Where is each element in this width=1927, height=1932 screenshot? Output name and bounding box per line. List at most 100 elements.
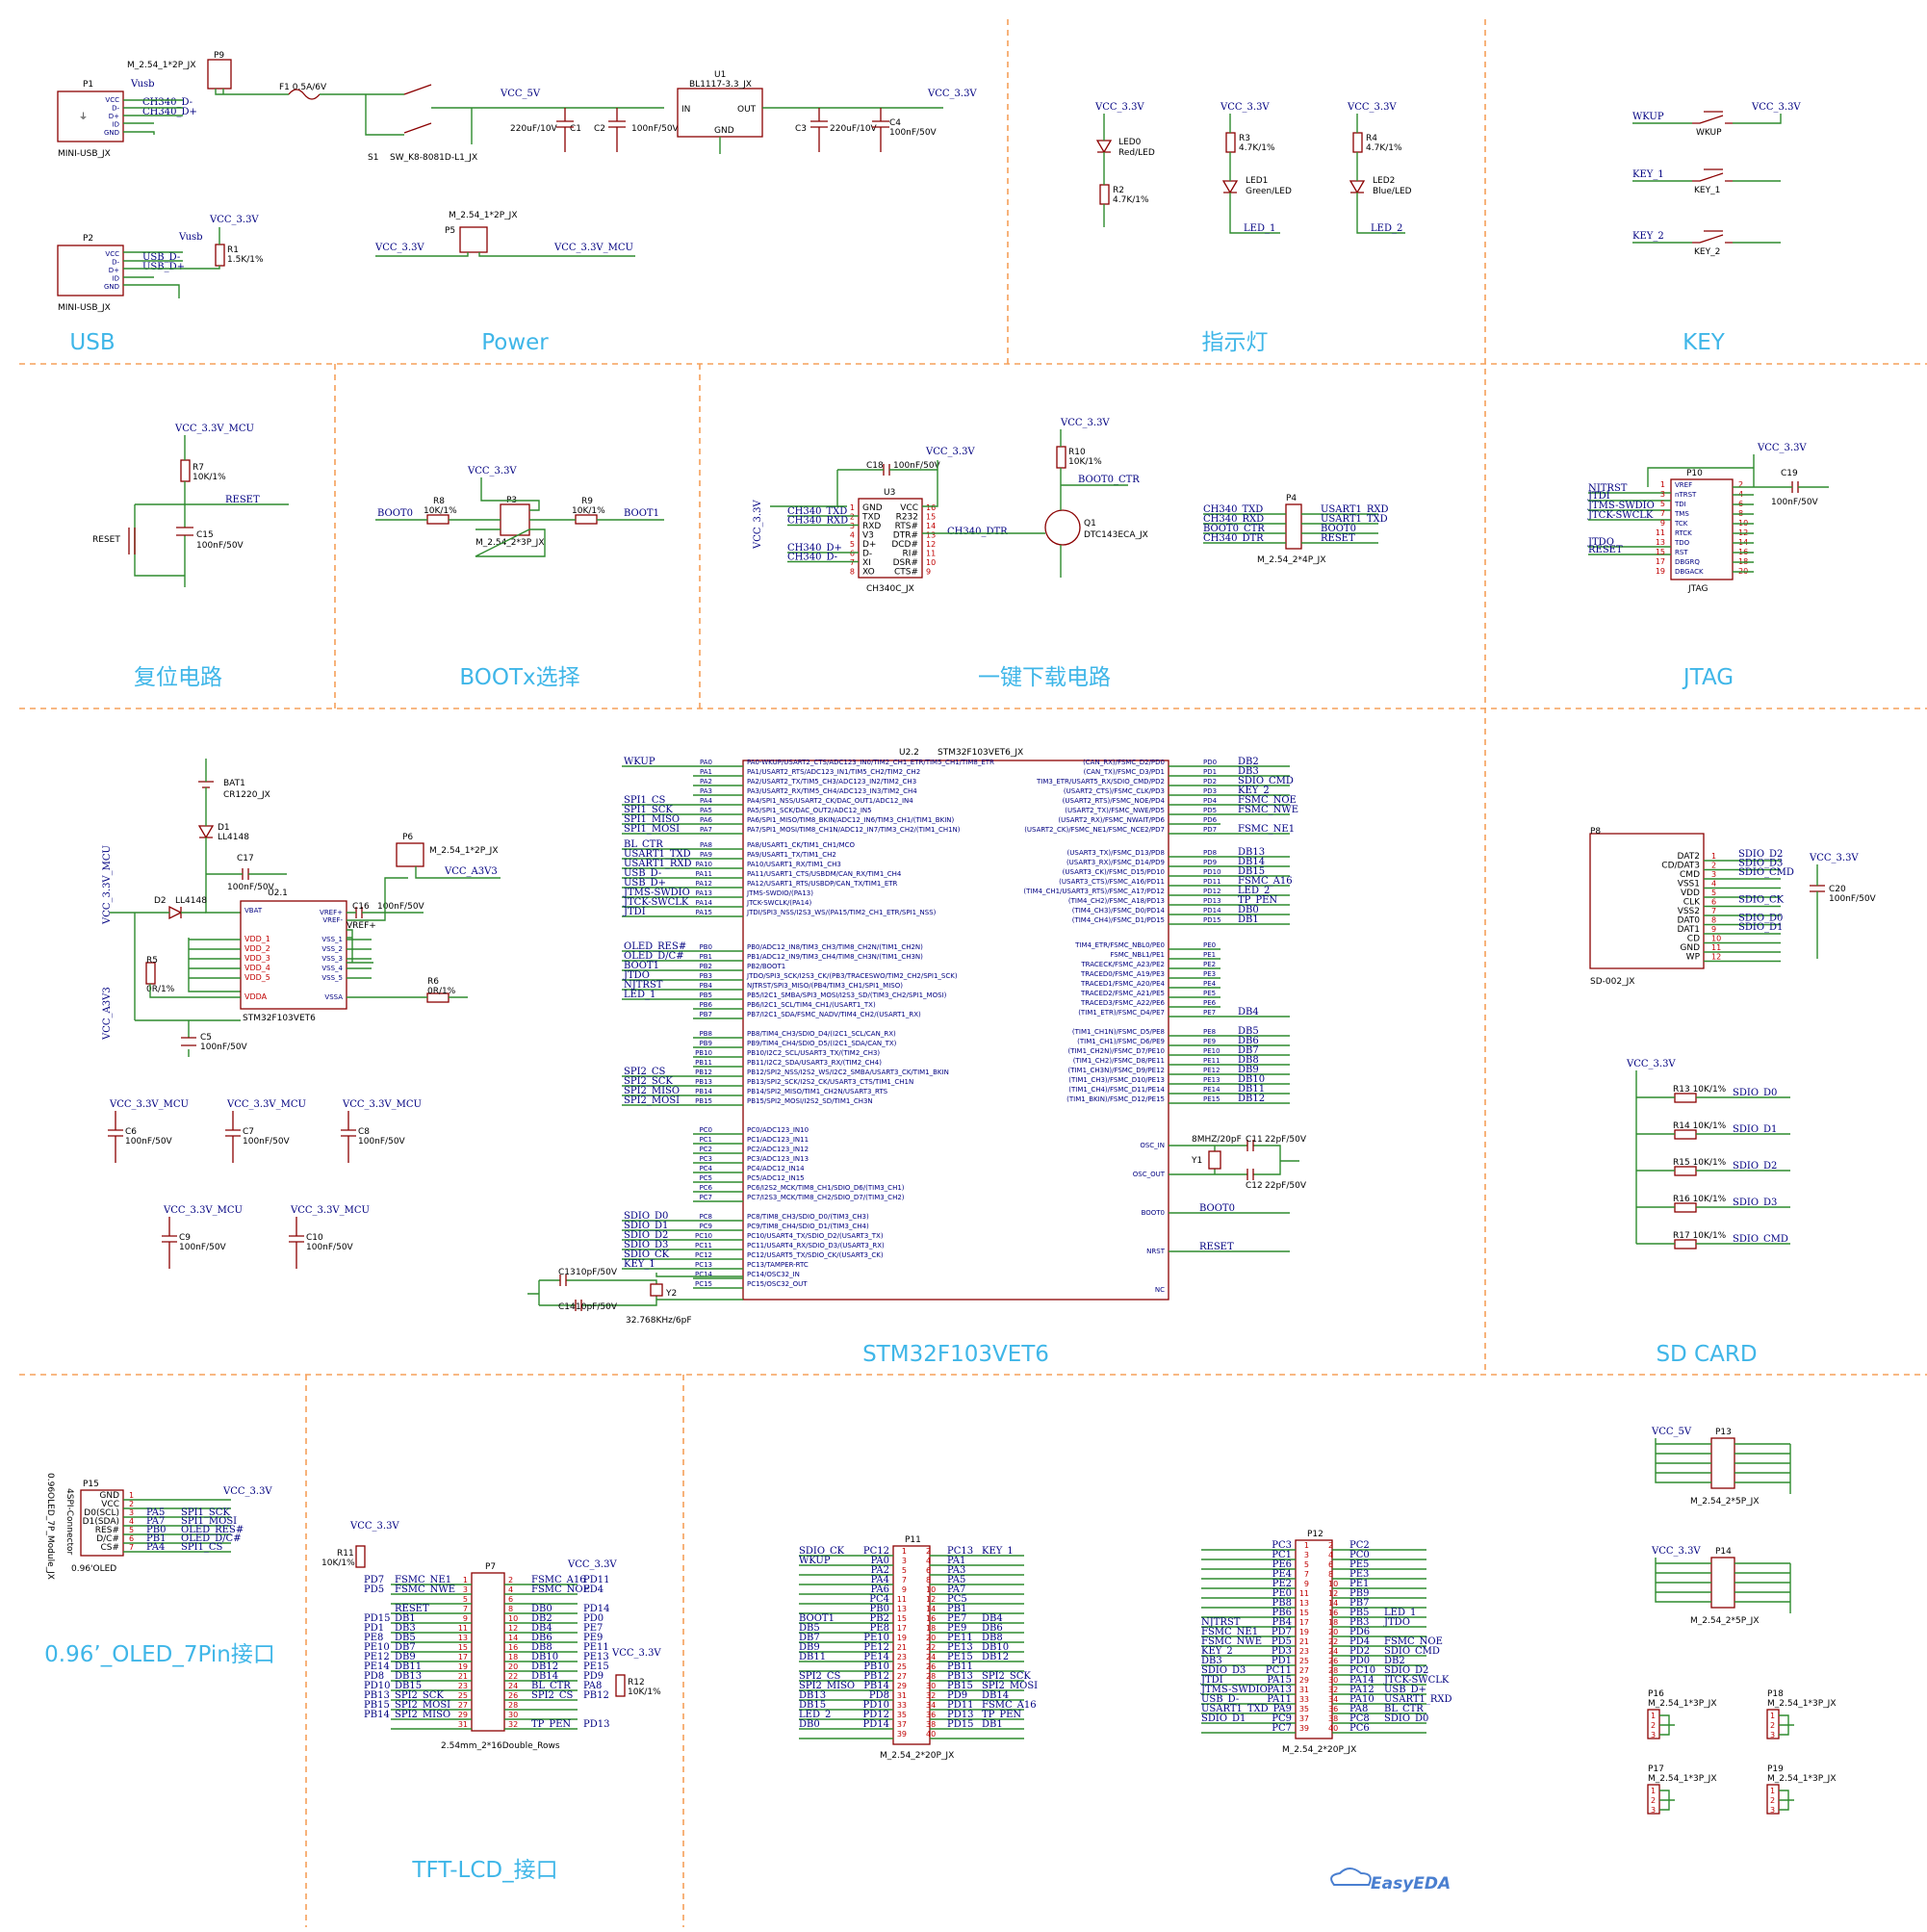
key1-net: KEY_1 [1632, 169, 1664, 180]
tft-left-net: DB15 [395, 1681, 422, 1691]
tft-left-net: DB5 [395, 1633, 416, 1643]
p11-right-net: FSMC_A16 [982, 1700, 1037, 1711]
tft-right-port: PD13 [583, 1719, 609, 1730]
p11-left-net: SPI2_MISO [799, 1681, 855, 1691]
p13-wires [1655, 1438, 1791, 1494]
tft-left-port: PD7 [364, 1575, 384, 1585]
mcu-left-net: OLED_D/C# [624, 951, 684, 962]
tft-right-net: DB12 [531, 1662, 558, 1672]
u3-left-pin-number: 3 [850, 522, 855, 530]
c5-capacitor [181, 1037, 196, 1046]
mcu-pin-function: (USART3_TX)/FSMC_D13/PD8 [1067, 849, 1165, 857]
oled-port: PA5 [146, 1507, 165, 1518]
sd-pin-net: SDIO_CK [1738, 895, 1785, 906]
usb-symbol-icon: ⏚ [79, 112, 88, 122]
q1-vcc: VCC_3.3V [1060, 418, 1110, 428]
mcu-port-label: PC13 [695, 1261, 712, 1269]
decap-ref: C6 [125, 1127, 137, 1137]
p11-left-port: PE10 [863, 1633, 889, 1643]
tft-left-port: PD5 [364, 1584, 384, 1595]
p11-right-net: DB10 [982, 1642, 1009, 1653]
jtag-net: RESET [1588, 545, 1623, 555]
mcu-port-label: PD5 [1203, 807, 1217, 814]
p12-pin-number: 3 [1304, 1551, 1309, 1559]
jtag-nets: NJTRSTJTDIJTMS-SWDIOJTCK-SWCLKJTDORESETV… [1587, 480, 1754, 576]
p15-oled-connector [80, 1489, 124, 1557]
r12-value: 10K/1% [628, 1687, 661, 1697]
mcu-pin-function: PC2/ADC123_IN12 [747, 1146, 809, 1153]
p12-left-port: PE2 [1272, 1579, 1292, 1589]
p12-left-port: PA13 [1267, 1685, 1292, 1695]
tft-pin-number: 5 [463, 1595, 468, 1604]
p11-left-port: PE8 [870, 1623, 889, 1634]
p11-right-port: PA5 [947, 1575, 965, 1585]
mcu-pin-function: PB14/SPI2_MISO/TIM1_CH2N/USART3_RTS [747, 1088, 888, 1095]
p11-right-port: PA3 [947, 1565, 965, 1576]
p12-left-net: JTMS-SWDIO [1200, 1685, 1268, 1695]
mcu-port-label: PD11 [1203, 878, 1221, 886]
c11-c12-capacitors [1246, 1140, 1254, 1180]
p13-header [1710, 1437, 1735, 1489]
sd-pin-number: 11 [1711, 943, 1721, 952]
oled-model: 0.96'OLED [71, 1564, 116, 1574]
p11-right-port: PD13 [947, 1710, 973, 1720]
f1-fuse [288, 89, 321, 100]
r3-ref: R3 [1239, 134, 1250, 143]
mcu-pin-function: PB0/ADC12_IN8/TIM3_CH3/TIM8_CH2N/(TIM1_C… [747, 943, 923, 951]
vcc-a3v3-net: VCC_A3V3 [444, 866, 498, 877]
p12-right-port: PA10 [1349, 1694, 1375, 1705]
mcu-right-net: DB6 [1238, 1036, 1259, 1046]
q1-ref: Q1 [1084, 519, 1096, 528]
y2-ref: Y2 [665, 1289, 677, 1299]
p12-pin-number: 32 [1328, 1686, 1338, 1694]
u3-left-pin-number: 1 [850, 503, 855, 512]
led2-diode [1349, 180, 1366, 194]
oled-pin-label: D1(SDA) [83, 1517, 119, 1527]
u3-right-pin: DSR# [893, 558, 918, 568]
oled-net: OLED_RES# [181, 1525, 244, 1535]
sd-pin-label: VSS2 [1678, 907, 1700, 916]
decap-vcc: VCC_3.3V_MCU [342, 1099, 422, 1110]
mcu-port-label: PD2 [1203, 778, 1217, 786]
y1-value: 8MHZ/20pF [1192, 1135, 1242, 1145]
p11-left-port: PB0 [870, 1604, 889, 1614]
tft-right-net: DB10 [531, 1652, 558, 1662]
p12-pin-number: 28 [1328, 1666, 1338, 1675]
p12-pin-number: 1 [1304, 1541, 1309, 1550]
tft-right-port: PE9 [583, 1633, 603, 1643]
vdd-bus-wires [110, 912, 241, 1021]
c20-value: 100nF/50V [1829, 894, 1877, 904]
section-dividers [19, 19, 1927, 1927]
u22-ref: U2.2 [899, 748, 919, 758]
mcu-pin-function: PB2/BOOT1 [747, 963, 785, 970]
oled-pin-number: 6 [129, 1534, 134, 1543]
mcu-port-label: PD6 [1203, 816, 1218, 824]
p12-pin-number: 25 [1299, 1657, 1309, 1665]
mcu-port-label: PD4 [1203, 797, 1218, 805]
c17-ref: C17 [237, 854, 254, 863]
p12-right-port: PC8 [1349, 1713, 1370, 1724]
c12-value: 22pF/50V [1265, 1181, 1307, 1191]
mcu-right-net: DB10 [1238, 1074, 1265, 1085]
u21-vcc-a3v3: VCC_A3V3 [102, 987, 113, 1041]
mcu-pin-function: PC0/ADC123_IN10 [747, 1126, 809, 1134]
sd-pin-label: CLK [1683, 898, 1701, 908]
r3-resistor [1225, 132, 1236, 153]
tft-pin-number: 26 [508, 1691, 518, 1700]
sd-pin-net: SDIO_D0 [1738, 914, 1783, 924]
mcu-pin-function: (TIM4_CH2)/FSMC_A18/PD13 [1068, 897, 1165, 905]
mcu-port-label: PD8 [1203, 849, 1217, 857]
oled-side-label-1: 0.96OLED_7P_Module_JX [45, 1473, 55, 1580]
sd-pin-label: DAT1 [1678, 925, 1700, 935]
p11-left-port: PA6 [871, 1584, 889, 1595]
mcu-port-label: PC8 [699, 1213, 712, 1221]
small-header-model: M_2.54_1*3P_JX [1767, 1699, 1837, 1709]
mcu-port-label: PE10 [1203, 1047, 1220, 1055]
p12-left-net: SDIO_D1 [1201, 1713, 1246, 1724]
u21-vss-pin: VSS_3 [321, 955, 343, 963]
oled-pin-number: 3 [129, 1508, 134, 1517]
c11-ref: C11 [1246, 1135, 1263, 1145]
u3-left-pin-number: 4 [850, 531, 855, 540]
sd-pin-net: SDIO_CMD [1738, 867, 1794, 878]
